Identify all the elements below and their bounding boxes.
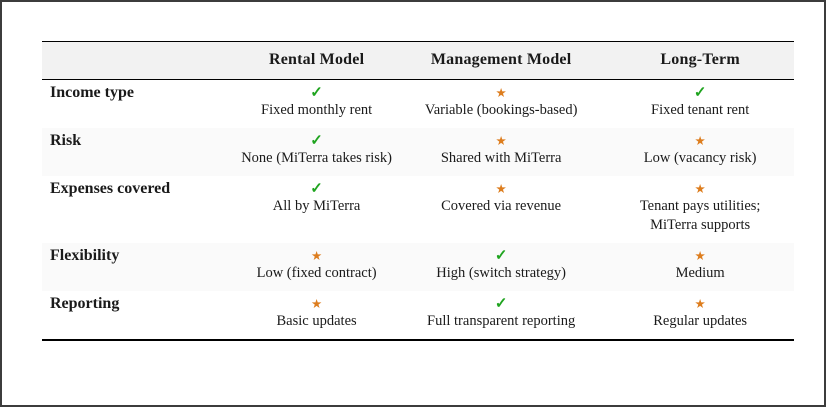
table-cell: ★ Variable (bookings-based) xyxy=(396,80,606,129)
cell-text: Fixed monthly rent xyxy=(261,102,373,118)
row-label: Flexibility xyxy=(50,247,120,264)
cell-icon-line: ✓ xyxy=(610,84,790,101)
cell-icon-line: ★ xyxy=(610,132,790,149)
table-cell: ✓All by MiTerra xyxy=(237,176,396,243)
star-icon: ★ xyxy=(694,249,706,263)
cell-icon-line: ★ xyxy=(610,180,790,197)
table-cell: ★ Low (fixed contract) xyxy=(237,243,396,291)
check-icon: ✓ xyxy=(310,181,323,197)
cell-text: Covered via revenue xyxy=(441,198,562,214)
table-cell: ★ Low (vacancy risk) xyxy=(606,128,794,176)
cell-text: Basic updates xyxy=(276,313,357,329)
table-cell: ★ Tenant pays utilities; MiTerra supports xyxy=(606,176,794,243)
header-corner-cell xyxy=(42,42,237,80)
star-icon: ★ xyxy=(694,297,706,311)
star-icon: ★ xyxy=(495,134,507,148)
table-row: Expenses covered ✓All by MiTerra ★ Covered … xyxy=(42,176,794,243)
cell-text: Low (vacancy risk) xyxy=(643,150,757,166)
comparison-table-grid: Rental Model Management Model Long-Term … xyxy=(42,41,794,341)
table-cell: ✓Full transparent reporting xyxy=(396,291,606,340)
table-cell: ★ Medium xyxy=(606,243,794,291)
cell-text: Low (fixed contract) xyxy=(256,265,377,281)
cell-text: None (MiTerra takes risk) xyxy=(241,150,392,166)
table-row: Flexibility ★ Low (fixed contract) ✓High (s… xyxy=(42,243,794,291)
cell-icon-line: ★ xyxy=(610,295,790,312)
cell-icon-line: ✓ xyxy=(241,180,392,197)
cell-icon-line: ★ xyxy=(610,247,790,264)
table-cell: ★ Regular updates xyxy=(606,291,794,340)
table-cell: ★ Shared with MiTerra xyxy=(396,128,606,176)
table-row: Reporting ★ Basic updates ✓Full transparent… xyxy=(42,291,794,340)
row-label: Expenses covered xyxy=(50,180,171,197)
star-icon: ★ xyxy=(495,182,507,196)
cell-icon-line: ✓ xyxy=(241,84,392,101)
star-icon: ★ xyxy=(694,134,706,148)
cell-text: Regular updates xyxy=(653,313,748,329)
cell-icon-line: ★ xyxy=(241,247,392,264)
check-icon: ✓ xyxy=(494,296,508,312)
column-header-rental-model: Rental Model xyxy=(268,51,365,68)
comparison-table: Rental Model Management Model Long-Term … xyxy=(42,41,794,341)
cell-text: High (switch strategy) xyxy=(436,265,566,281)
star-icon: ★ xyxy=(694,182,706,196)
row-label: Reporting xyxy=(50,295,120,312)
cell-text: Medium xyxy=(675,265,725,281)
cell-icon-line: ★ xyxy=(400,180,602,197)
column-header-long-term: Long-Term xyxy=(660,51,740,68)
table-row: Risk ✓None (MiTerra takes risk) ★ Shared wi… xyxy=(42,128,794,176)
cell-text: Variable (bookings-based) xyxy=(424,102,578,118)
table-cell: ✓Fixed tenant rent xyxy=(606,80,794,129)
cell-text: Tenant pays utilities; xyxy=(639,198,761,214)
row-label: Income type xyxy=(50,84,134,101)
table-cell: ✓None (MiTerra takes risk) xyxy=(237,128,396,176)
cell-text: Shared with MiTerra xyxy=(440,150,562,166)
cell-icon-line: ✓ xyxy=(400,295,602,312)
header-row: Rental Model Management Model Long-Term xyxy=(42,41,794,80)
table-body: Income type✓Fixed monthly rent★Variable … xyxy=(42,80,794,341)
star-icon: ★ xyxy=(310,249,323,263)
check-icon: ✓ xyxy=(310,133,323,149)
cell-icon-line: ✓ xyxy=(400,247,602,264)
cell-icon-line: ★ xyxy=(400,132,602,149)
check-icon: ✓ xyxy=(310,85,323,101)
row-label: Risk xyxy=(50,132,82,149)
cell-icon-line: ★ xyxy=(241,295,392,312)
cell-text: MiTerra supports xyxy=(650,217,751,233)
table-header: Rental Model Management Model Long-Term xyxy=(42,41,794,80)
table-cell: ★ Covered via revenue xyxy=(396,176,606,243)
cell-icon-line: ✓ xyxy=(241,132,392,149)
check-icon: ✓ xyxy=(693,85,707,101)
table-cell: ★ Basic updates xyxy=(237,291,396,340)
check-icon: ✓ xyxy=(494,248,508,264)
cell-text: Full transparent reporting xyxy=(427,313,576,329)
table-cell: ✓Fixed monthly rent xyxy=(237,80,396,129)
table-row: Income type✓Fixed monthly rent★Variable … xyxy=(42,80,794,129)
cell-text: All by MiTerra xyxy=(272,198,361,214)
column-header-management-model: Management Model xyxy=(430,51,572,68)
cell-text: Fixed tenant rent xyxy=(651,102,750,118)
star-icon: ★ xyxy=(495,86,507,100)
cell-icon-line: ★ xyxy=(400,84,602,101)
star-icon: ★ xyxy=(310,297,323,311)
table-cell: ✓High (switch strategy) xyxy=(396,243,606,291)
